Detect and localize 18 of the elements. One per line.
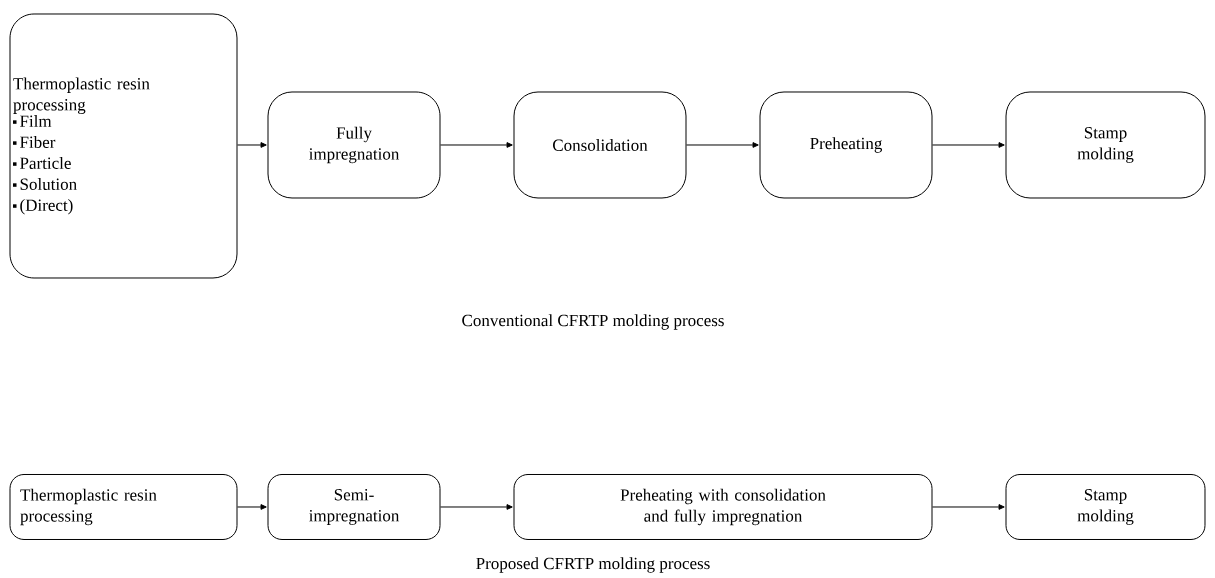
process-box: Preheating with consolidation and fully impregnation (513, 474, 933, 540)
process-box: Fully impregnation (267, 91, 441, 199)
arrow (440, 142, 513, 148)
arrow (237, 142, 267, 148)
arrow (237, 504, 267, 510)
caption-text: Conventional CFRTP molding process (462, 314, 724, 330)
arrow (440, 504, 513, 510)
process-box: Thermoplastic resin processing (9, 474, 238, 540)
arrow (932, 504, 1005, 510)
arrow (686, 142, 759, 148)
process-box: Stamp molding (1005, 91, 1206, 199)
process-box: Thermoplastic resin processing Film Fiber Particle Solution (Direct) (9, 13, 238, 279)
process-box: Semi-impregnation (267, 474, 441, 540)
arrow (932, 142, 1005, 148)
caption-text: Proposed CFRTP molding process (476, 557, 710, 573)
process-box: Stamp molding (1005, 474, 1206, 540)
process-box: Preheating (759, 91, 933, 199)
process-box: Consolidation (513, 91, 687, 199)
